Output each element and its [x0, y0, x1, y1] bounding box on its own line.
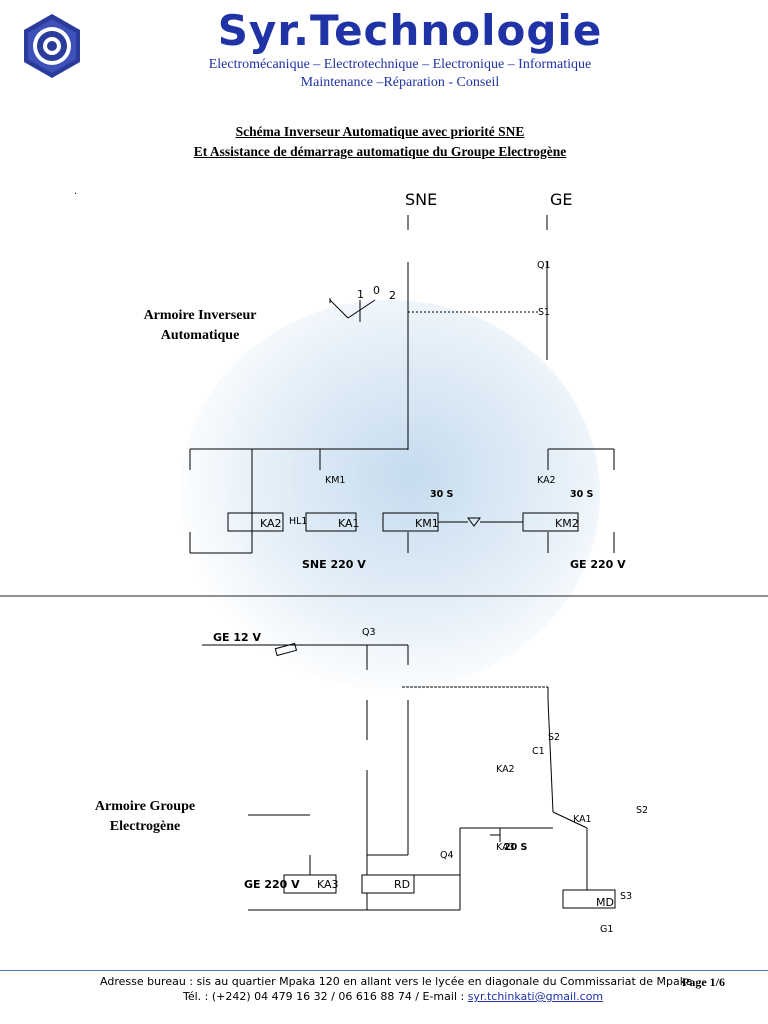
brand-name: Syr.Technologie	[217, 6, 603, 55]
footer-divider	[0, 970, 768, 971]
timer-30s-left-label: 30 S	[430, 489, 454, 500]
s2-upper-label: S2	[548, 732, 560, 743]
c1-label: C1	[532, 746, 545, 757]
selector-2-label: 2	[389, 289, 396, 302]
s1-label: S1	[538, 307, 550, 318]
footer-email-link[interactable]: syr.tchinkati@gmail.com	[467, 990, 604, 1003]
s3-label: S3	[620, 891, 632, 902]
timer-30s-right-label: 30 S	[570, 489, 594, 500]
ge-220v-bottom-label: GE 220 V	[244, 878, 300, 891]
footer-address: Adresse bureau : sis au quartier Mpaka 1…	[100, 975, 693, 988]
ka1-coil-label: KA1	[338, 517, 360, 530]
section-label-inverseur: Armoire Inverseur Automatique	[143, 308, 257, 343]
selector-1-label: 1	[357, 288, 364, 301]
ka3-coil-label: KA3	[317, 878, 339, 891]
sne-label: SNE	[405, 190, 437, 209]
selector-0-label: 0	[373, 284, 380, 297]
q4-label: Q4	[440, 850, 454, 861]
footer-contact: Tél. : (+242) 04 479 16 32 / 06 616 88 7…	[183, 990, 603, 1004]
bearing-background-image	[180, 300, 600, 690]
tagline-services: Electromécanique – Electrotechnique – El…	[208, 57, 592, 72]
km2-coil-label: KM2	[555, 517, 579, 530]
tagline-maintenance: Maintenance –Réparation - Conseil	[300, 75, 500, 90]
hl1-lamp-label: HL1	[289, 516, 307, 527]
ka2-coil-label: KA2	[260, 517, 282, 530]
ka1-lower-label: KA1	[573, 814, 592, 825]
ka3-contact-label: KA3	[496, 842, 515, 853]
ge-label: GE	[550, 190, 573, 209]
document-subtitle: Et Assistance de démarrage automatique d…	[193, 144, 567, 159]
km1-coil-label: KM1	[415, 517, 439, 530]
md-label: MD	[596, 896, 614, 909]
hex-nut-logo-icon	[24, 14, 80, 78]
page-number: Page 1/6	[682, 975, 725, 989]
stray-dot: .	[74, 186, 77, 197]
footer-phone: Tél. : (+242) 04 479 16 32 / 06 616 88 7…	[183, 990, 468, 1003]
rd-label: RD	[394, 878, 410, 891]
km1-contact-label: KM1	[325, 475, 345, 486]
q1-label: Q1	[537, 260, 551, 271]
document-title: Schéma Inverseur Automatique avec priori…	[235, 124, 525, 139]
sne-220v-label: SNE 220 V	[302, 558, 366, 571]
section-label-groupe: Armoire Groupe Electrogène	[94, 799, 196, 834]
ge-220v-top-label: GE 220 V	[570, 558, 626, 571]
g1-label: G1	[600, 924, 613, 935]
ka2-contact-label: KA2	[537, 475, 556, 486]
ka2-lower-label: KA2	[496, 764, 515, 775]
ge-12v-label: GE 12 V	[213, 631, 262, 644]
s2-lower-label: S2	[636, 805, 648, 816]
timer-20s-label: 20 S	[504, 842, 528, 853]
q3-label: Q3	[362, 627, 376, 638]
